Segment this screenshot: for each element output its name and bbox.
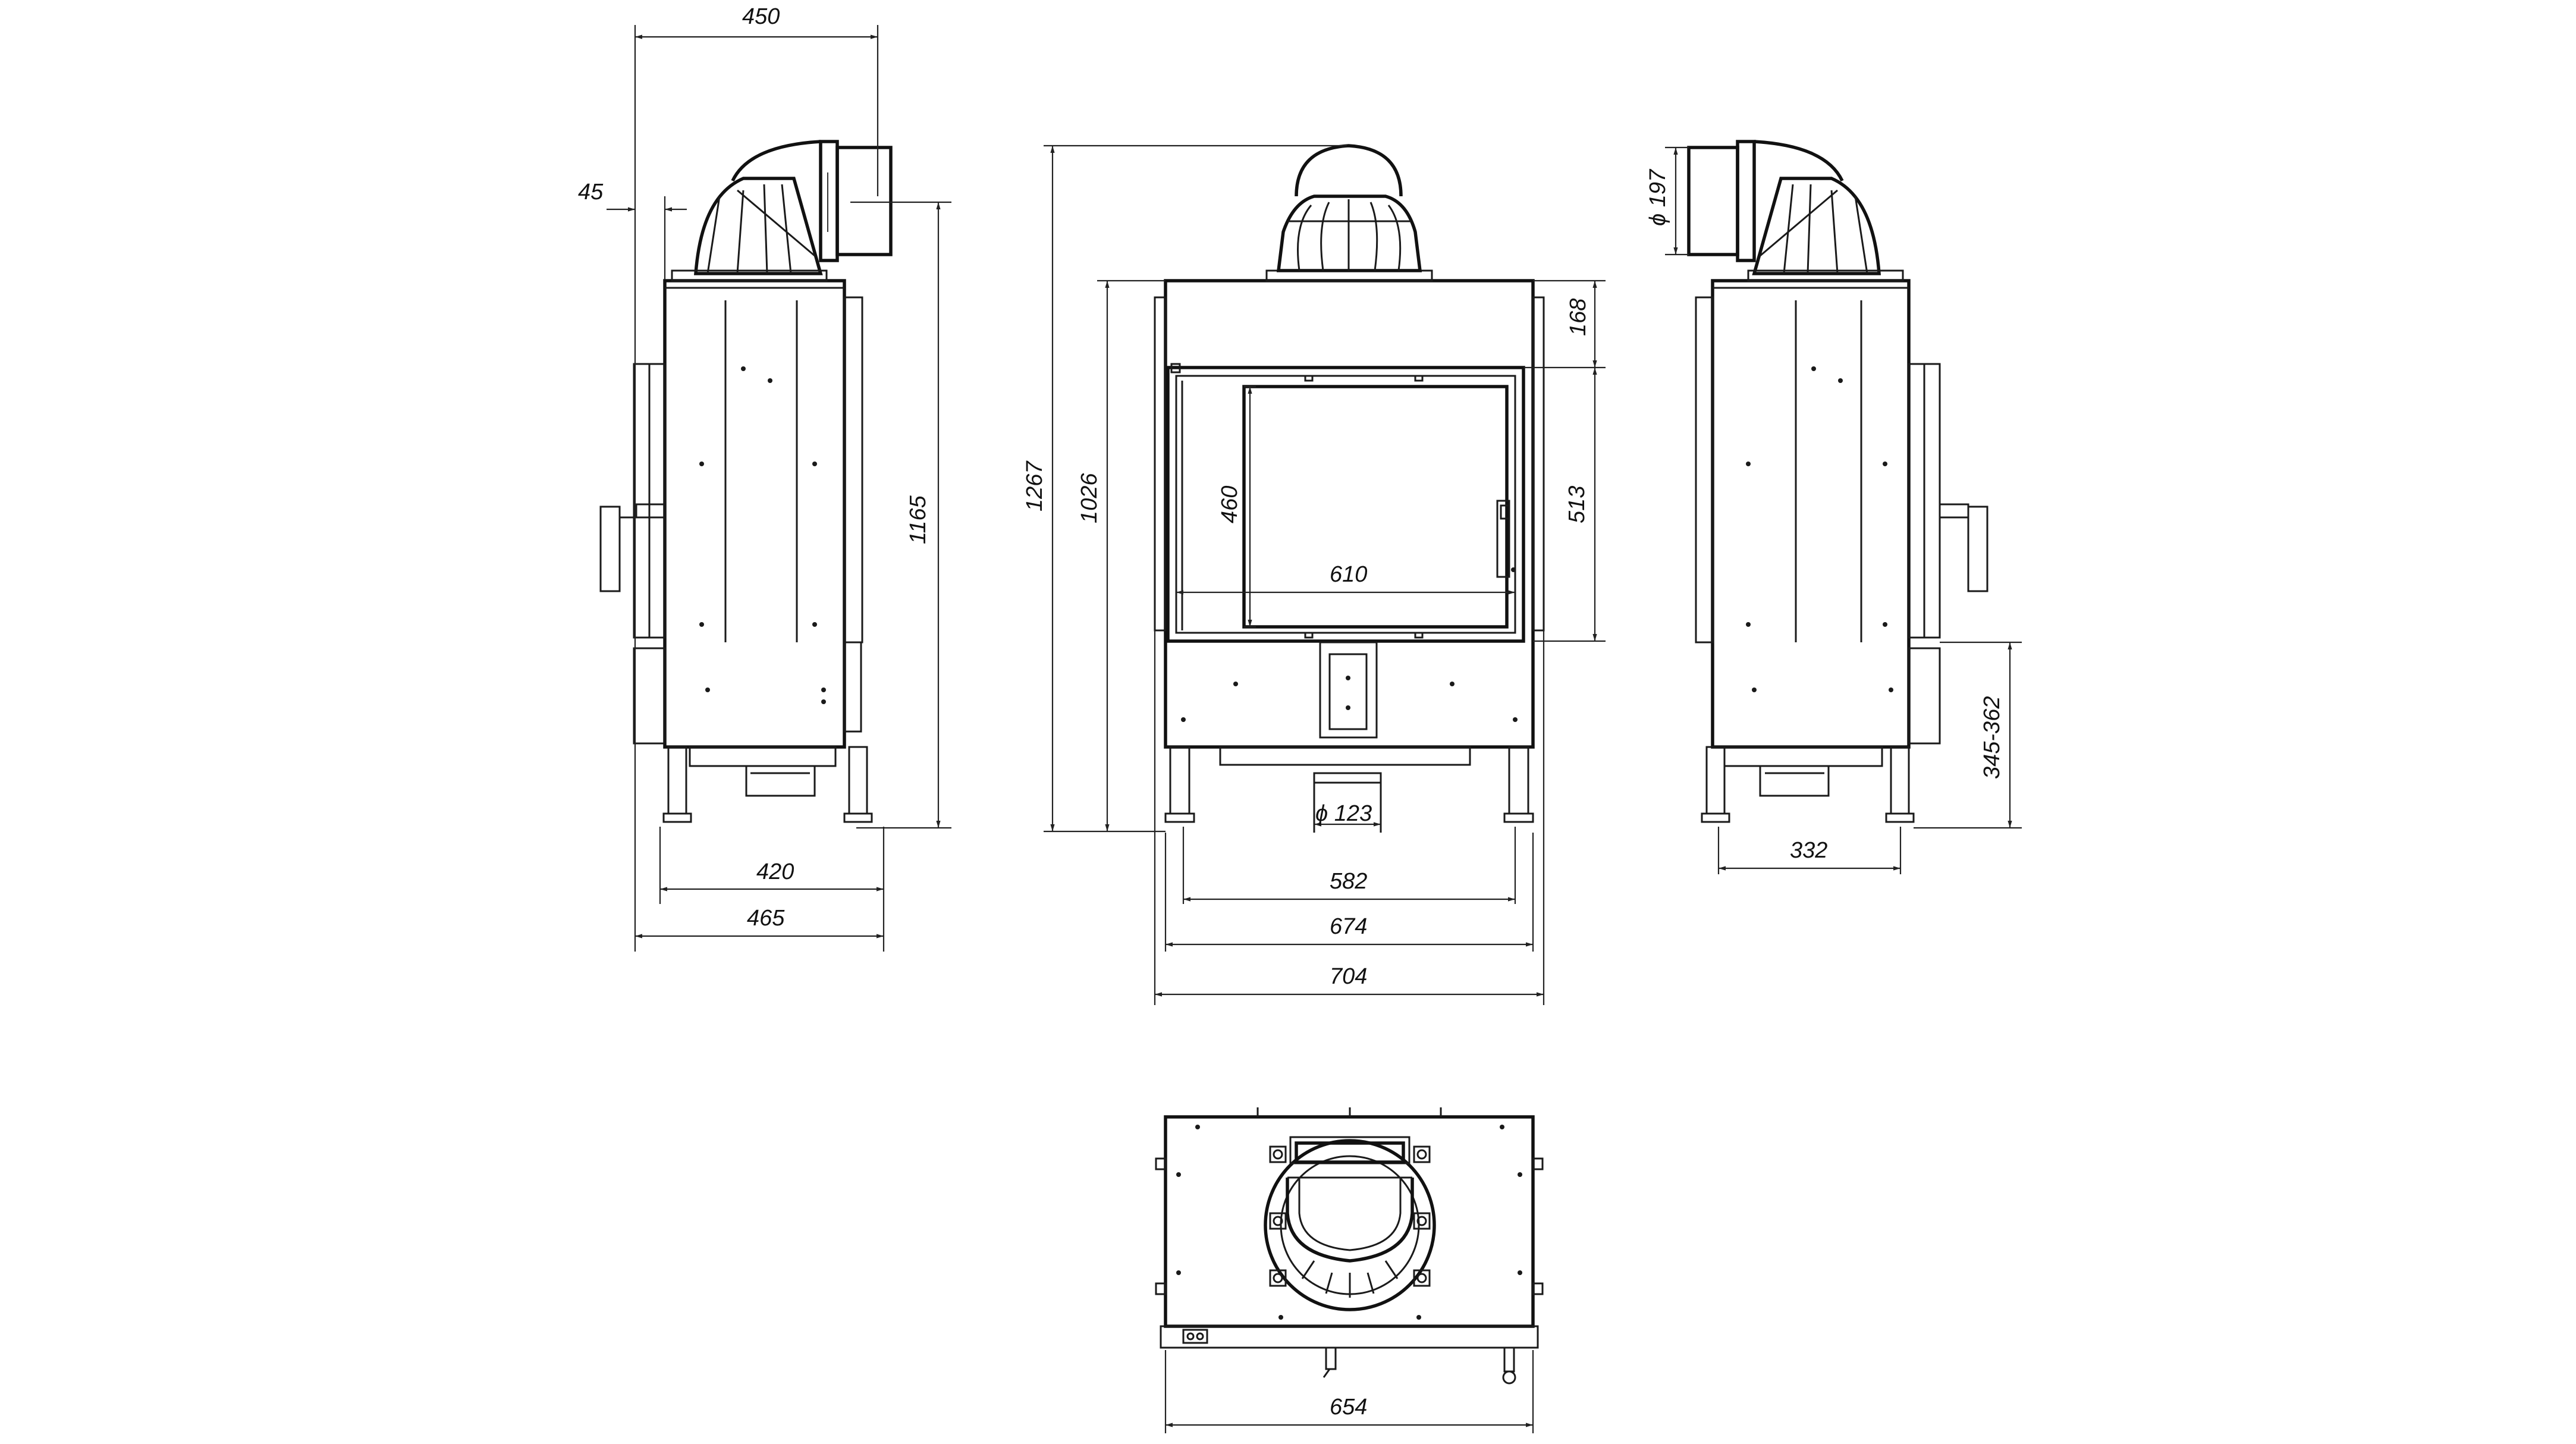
dim-glass-height: 460 <box>1217 486 1242 523</box>
dim-door-height: 513 <box>1565 486 1589 523</box>
dim-body-width: 674 <box>1330 914 1367 939</box>
dim-offset: 45 <box>578 180 604 205</box>
left-side-view <box>599 140 893 823</box>
dim-total-width: 704 <box>1330 964 1367 989</box>
door-studs <box>1170 363 1424 639</box>
dim-feet-span-right: 332 <box>1790 838 1827 863</box>
right-side-dimensions: ϕ 197 345-362 332 <box>1645 146 2022 874</box>
dim-feet-span-front: 582 <box>1330 869 1367 894</box>
side-screws <box>699 366 826 704</box>
top-screws <box>1176 1125 1522 1320</box>
front-screws <box>1181 682 1518 722</box>
dim-body-height: 1026 <box>1077 473 1102 523</box>
dim-top-width-view: 654 <box>1330 1395 1367 1420</box>
right-side-view <box>1687 140 1988 823</box>
dim-glass-width: 610 <box>1330 562 1367 587</box>
front-dimensions: 1267 1026 168 513 460 610 ϕ 123 582 674 … <box>1022 145 1606 1005</box>
flange-bolts <box>1269 1145 1431 1287</box>
right-screws <box>1746 366 1893 692</box>
front-view <box>1154 144 1545 833</box>
dim-flue-diameter: ϕ 197 <box>1645 168 1670 226</box>
top-view-dimensions: 654 <box>1164 1350 1534 1433</box>
dim-feet-span: 420 <box>756 859 794 884</box>
dim-depth: 465 <box>747 906 785 931</box>
dim-total-height: 1267 <box>1022 460 1047 511</box>
dim-inlet-height: 345-362 <box>1980 696 2005 779</box>
dim-height: 1165 <box>906 495 931 544</box>
dim-air-inlet: ϕ 123 <box>1315 801 1372 826</box>
dim-top-width: 450 <box>742 4 780 29</box>
top-view <box>1155 1107 1544 1385</box>
left-side-dimensions: 450 45 1165 420 465 <box>578 4 951 952</box>
dim-top-panel: 168 <box>1566 299 1591 336</box>
